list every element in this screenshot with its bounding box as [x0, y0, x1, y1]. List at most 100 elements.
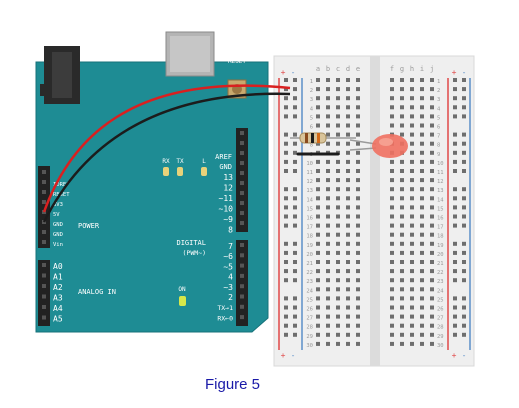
rail-hole	[453, 332, 457, 337]
header-pin	[240, 253, 244, 258]
row-label: 6	[437, 125, 440, 131]
breadboard-hole	[430, 305, 434, 310]
power-pin-label: 3V3	[53, 202, 63, 208]
pwm-label: (PWM~)	[183, 249, 206, 257]
breadboard-hole	[346, 250, 350, 255]
breadboard-hole	[430, 323, 434, 328]
breadboard-hole	[390, 332, 394, 337]
breadboard-hole	[326, 87, 330, 92]
breadboard-hole	[326, 241, 330, 246]
breadboard-hole	[400, 105, 404, 110]
rail-hole	[453, 269, 457, 274]
breadboard-hole	[336, 223, 340, 228]
rail-hole	[462, 332, 466, 337]
breadboard-hole	[346, 159, 350, 164]
breadboard-hole	[390, 87, 394, 92]
breadboard-hole	[346, 232, 350, 237]
digital-pin-label: 7	[228, 242, 233, 251]
breadboard-hole	[326, 287, 330, 292]
breadboard-hole	[346, 96, 350, 101]
rail-hole	[284, 96, 288, 101]
rail-hole	[284, 323, 288, 328]
breadboard-hole	[326, 260, 330, 264]
breadboard-hole	[410, 141, 414, 146]
power-pin-label: GND	[53, 232, 63, 238]
rail-hole	[453, 78, 457, 82]
breadboard-hole	[390, 187, 394, 192]
rail-hole	[462, 187, 466, 192]
breadboard-hole	[346, 341, 350, 346]
rail-hole	[462, 159, 466, 164]
breadboard-hole	[400, 205, 404, 210]
rail-hole	[453, 196, 457, 201]
breadboard-hole	[326, 269, 330, 274]
breadboard-hole	[390, 178, 394, 183]
rail-hole	[284, 114, 288, 119]
right-rail-plus-top: +	[452, 68, 457, 77]
rail-hole	[293, 205, 297, 210]
breadboard-hole	[326, 159, 330, 164]
breadboard-hole	[420, 96, 424, 101]
breadboard-hole	[410, 269, 414, 274]
breadboard-hole	[410, 87, 414, 92]
breadboard-hole	[400, 114, 404, 119]
breadboard-hole	[400, 187, 404, 192]
breadboard-hole	[390, 159, 394, 164]
breadboard-hole	[410, 159, 414, 164]
row-label: 13	[437, 188, 444, 194]
power-pin-label: Vin	[53, 242, 63, 248]
header-pin	[240, 191, 244, 195]
header-pin	[240, 211, 244, 215]
breadboard-hole	[400, 178, 404, 183]
breadboard-hole	[316, 187, 320, 192]
rail-hole	[284, 78, 288, 82]
breadboard-hole	[336, 305, 340, 310]
power-label: POWER	[78, 222, 100, 230]
row-label: 16	[306, 216, 313, 222]
row-label: 8	[437, 143, 440, 149]
row-label: 18	[437, 234, 444, 240]
reset-label: RESET	[228, 58, 246, 65]
header-pin	[240, 284, 244, 289]
row-label: 30	[306, 343, 313, 349]
row-label: 7	[437, 134, 440, 140]
breadboard-hole	[390, 269, 394, 274]
led	[349, 134, 408, 158]
breadboard-hole	[430, 150, 434, 155]
breadboard-hole	[316, 278, 320, 283]
gnd-label: GND	[219, 163, 232, 171]
rail-hole	[293, 269, 297, 274]
row-label: 23	[437, 279, 444, 285]
row-label: 25	[306, 297, 313, 303]
breadboard-hole	[430, 132, 434, 137]
breadboard-hole	[326, 169, 330, 173]
breadboard-hole	[400, 87, 404, 92]
breadboard-hole	[430, 187, 434, 192]
on-label: ON	[178, 286, 186, 293]
breadboard-hole	[430, 169, 434, 173]
breadboard-hole	[356, 287, 360, 292]
header-pin	[240, 161, 244, 165]
breadboard-hole	[316, 260, 320, 264]
breadboard-hole	[326, 78, 330, 82]
breadboard-hole	[356, 332, 360, 337]
row-label: 20	[306, 252, 313, 258]
breadboard-hole	[400, 223, 404, 228]
header-pin	[240, 273, 244, 278]
rail-hole	[293, 250, 297, 255]
rail-hole	[462, 196, 466, 201]
on-led	[179, 296, 186, 306]
row-label: 26	[437, 307, 444, 313]
rail-hole	[453, 278, 457, 283]
breadboard-hole	[326, 214, 330, 219]
row-label: 18	[306, 234, 313, 240]
breadboard-hole	[410, 260, 414, 264]
row-label: 11	[437, 170, 444, 176]
rail-hole	[284, 260, 288, 264]
row-label: 10	[437, 161, 444, 167]
breadboard-hole	[356, 269, 360, 274]
breadboard-hole	[326, 332, 330, 337]
rail-hole	[453, 214, 457, 219]
breadboard-hole	[400, 96, 404, 101]
